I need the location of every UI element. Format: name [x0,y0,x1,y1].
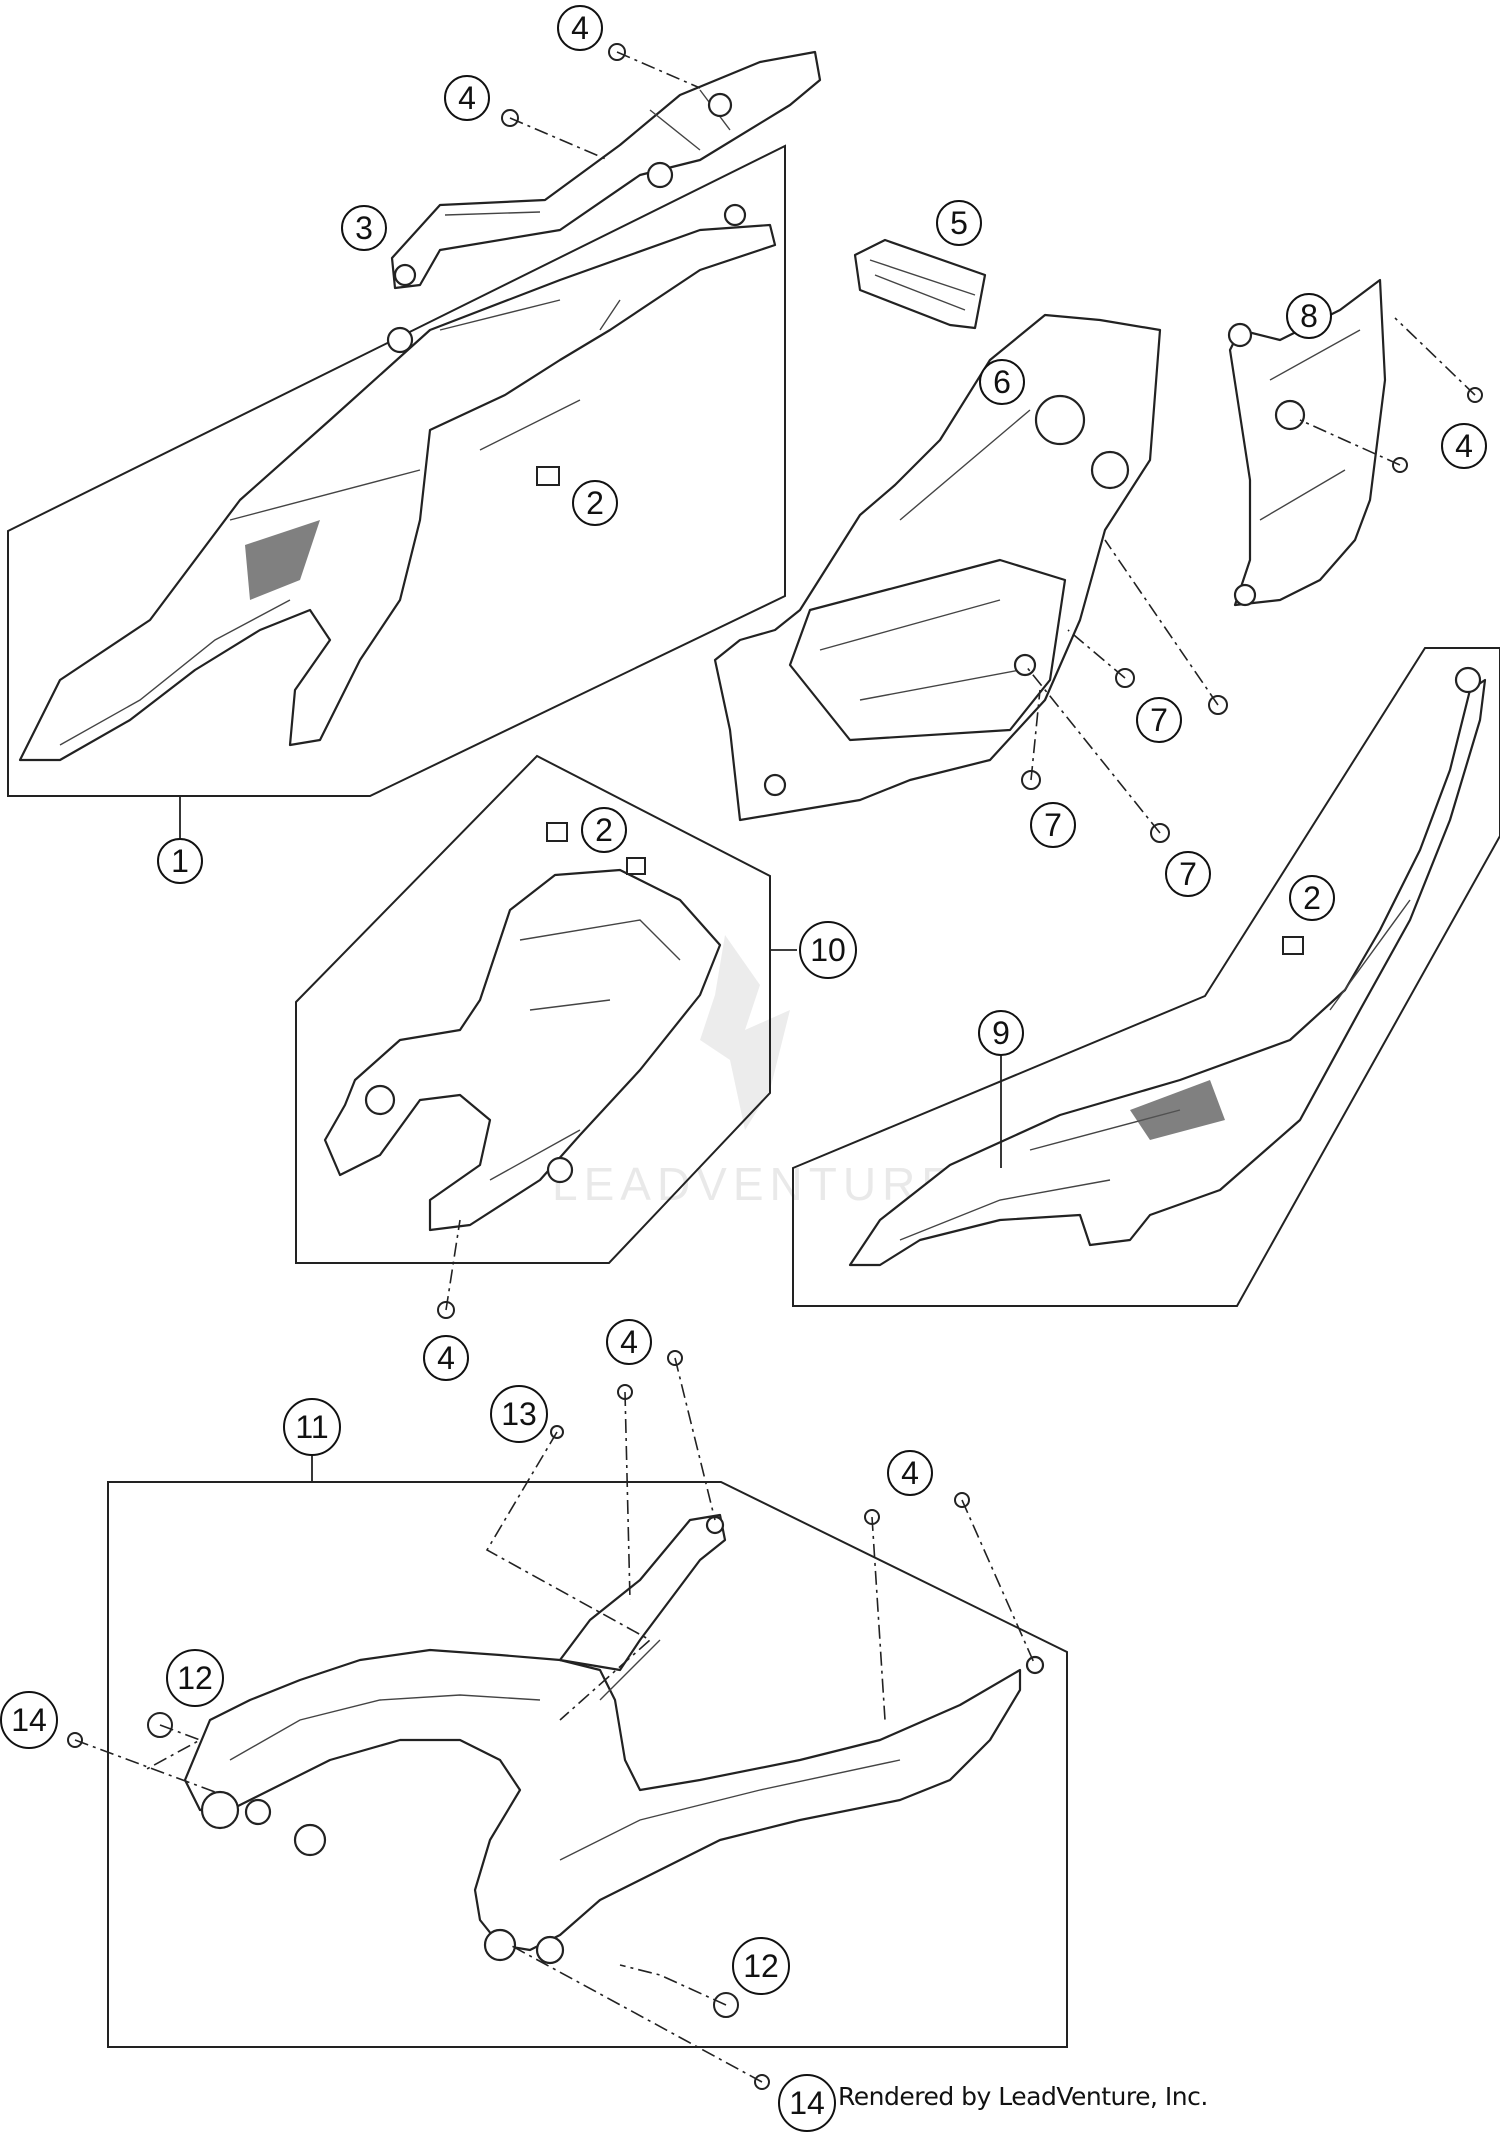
watermark-text: LEADVENTURE [552,1158,958,1210]
callout-10[interactable]: 10 [799,921,857,979]
callout-2[interactable]: 2 [581,807,627,853]
callout-2[interactable]: 2 [572,480,618,526]
callout-4[interactable]: 4 [444,75,490,121]
group-frame-11 [107,1481,1068,2048]
svg-text:4: 4 [571,10,589,46]
part-10-rear-cover [323,868,722,1232]
callout-7[interactable]: 7 [1030,802,1076,848]
svg-text:10: 10 [810,932,846,968]
svg-text:12: 12 [743,1948,779,1984]
part-2-clip [1282,936,1304,955]
leader-lines [179,796,1002,1482]
svg-text:7: 7 [1179,856,1197,892]
callout-12[interactable]: 12 [732,1937,790,1995]
svg-text:3: 3 [355,210,373,246]
callout-8[interactable]: 8 [1286,293,1332,339]
svg-text:2: 2 [586,485,604,521]
svg-text:12: 12 [177,1660,213,1696]
svg-text:11: 11 [295,1409,328,1445]
svg-text:5: 5 [950,205,968,241]
svg-text:7: 7 [1044,807,1062,843]
callout-2[interactable]: 2 [1289,875,1335,921]
part-3-cover [390,50,822,290]
callout-4[interactable]: 4 [606,1319,652,1365]
part-8-side-cover-right [1227,278,1387,607]
svg-text:4: 4 [1455,428,1473,464]
svg-text:1: 1 [171,843,189,879]
svg-text:8: 8 [1300,298,1318,334]
callout-3[interactable]: 3 [341,205,387,251]
svg-text:9: 9 [992,1015,1010,1051]
svg-text:4: 4 [620,1324,638,1360]
callout-4[interactable]: 4 [557,5,603,51]
part-1-side-panel-left [18,203,777,762]
svg-text:7: 7 [1150,702,1168,738]
svg-text:14: 14 [11,1702,47,1738]
part-6-rear-fender [713,313,1162,822]
svg-text:2: 2 [1303,880,1321,916]
part-9-side-panel-right [848,666,1487,1267]
part-2-clip [536,466,560,486]
callout-14[interactable]: 14 [0,1691,58,1749]
part-2-clip [546,822,568,842]
group-frame-9 [792,647,1500,1307]
part-2-clip [626,857,646,875]
callout-7[interactable]: 7 [1165,851,1211,897]
callout-9[interactable]: 9 [978,1010,1024,1056]
watermark: LEADVENTURE [552,935,958,1210]
svg-text:14: 14 [789,2085,825,2121]
svg-text:2: 2 [595,812,613,848]
callout-1[interactable]: 1 [157,838,203,884]
callouts: 1 2 2 2 3 4 4 4 4 4 4 5 6 7 7 7 7 8 9 10… [0,5,1487,2132]
callout-7[interactable]: 7 [1136,697,1182,743]
part-11-grab-handle [183,1513,1045,1965]
callout-4[interactable]: 4 [887,1450,933,1496]
watermark-logo-icon [700,935,790,1130]
callout-4[interactable]: 4 [423,1335,469,1381]
callout-4[interactable]: 4 [1441,423,1487,469]
callout-6[interactable]: 6 [979,359,1025,405]
callout-13[interactable]: 13 [490,1385,548,1443]
group-frame-10 [295,754,771,1264]
svg-text:6: 6 [993,364,1011,400]
group-frame-1 [7,144,786,797]
callout-12[interactable]: 12 [166,1649,224,1707]
callout-11[interactable]: 11 [283,1398,341,1456]
svg-text:4: 4 [437,1340,455,1376]
mounting-lines [74,51,1476,2083]
svg-text:13: 13 [501,1396,537,1432]
rendered-by-credit: Rendered by LeadVenture, Inc. [838,2082,1208,2111]
svg-text:4: 4 [901,1455,919,1491]
svg-text:4: 4 [458,80,476,116]
part-5-reflector [853,238,987,330]
callout-5[interactable]: 5 [936,200,982,246]
callout-14[interactable]: 14 [778,2074,836,2132]
